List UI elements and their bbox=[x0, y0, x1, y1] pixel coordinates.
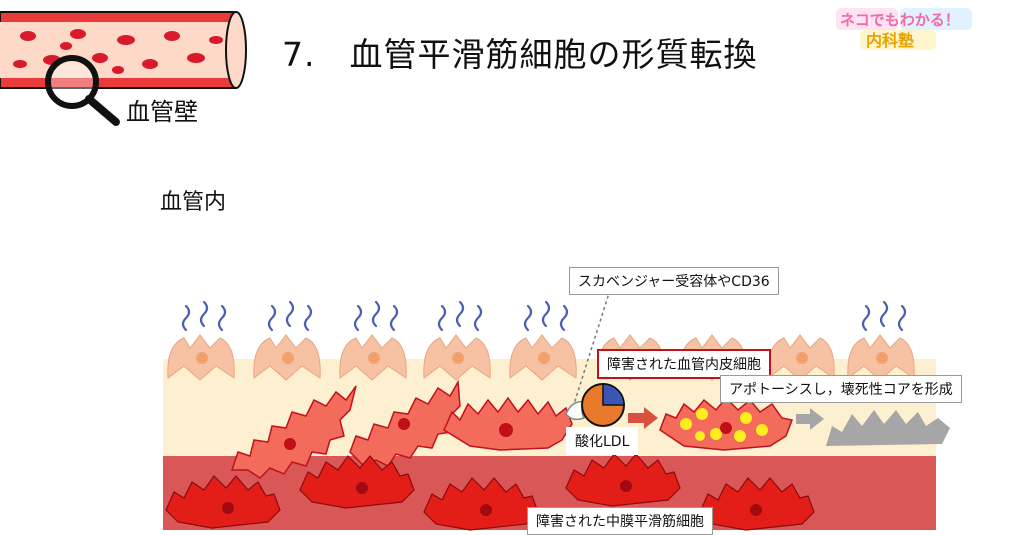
foam-cell-arrow bbox=[628, 407, 658, 429]
media-smooth-muscle-cells bbox=[165, 453, 815, 531]
magnifier-icon bbox=[45, 55, 120, 126]
scavenger-receptor-callout: スカベンジャー受容体やCD36 bbox=[569, 267, 779, 295]
brand-badge: ネコでもわかる！ 内科塾 bbox=[836, 8, 972, 50]
apoptosis-arrow bbox=[796, 408, 824, 430]
oxldl-particle bbox=[581, 383, 625, 427]
foam-cell bbox=[659, 396, 794, 451]
media-smc-nuclei bbox=[222, 480, 762, 516]
receptor-pointer-line bbox=[573, 289, 611, 405]
intima-smc-nucleus bbox=[499, 423, 513, 437]
glycocalyx-squiggles bbox=[181, 300, 907, 332]
migrating-smc-nuclei bbox=[284, 418, 410, 450]
endothelial-cell-callout: 障害された血管内皮細胞 bbox=[597, 349, 771, 379]
oxldl-callout: 酸化LDL bbox=[566, 427, 639, 455]
vessel-wall-label: 血管壁 bbox=[126, 98, 198, 126]
lumen-label: 血管内 bbox=[160, 190, 227, 215]
brand-line1: ネコでもわかる！ bbox=[840, 11, 960, 29]
page-title: 7. 血管平滑筋細胞の形質転換 bbox=[282, 35, 758, 74]
smooth-muscle-callout: 障害された中膜平滑筋細胞 bbox=[527, 507, 713, 535]
necrotic-core bbox=[826, 410, 950, 446]
blood-vessel-logo bbox=[0, 11, 247, 89]
apoptosis-callout: アポトーシスし，壊死性コアを形成 bbox=[720, 375, 962, 403]
brand-line2: 内科塾 bbox=[866, 31, 914, 50]
